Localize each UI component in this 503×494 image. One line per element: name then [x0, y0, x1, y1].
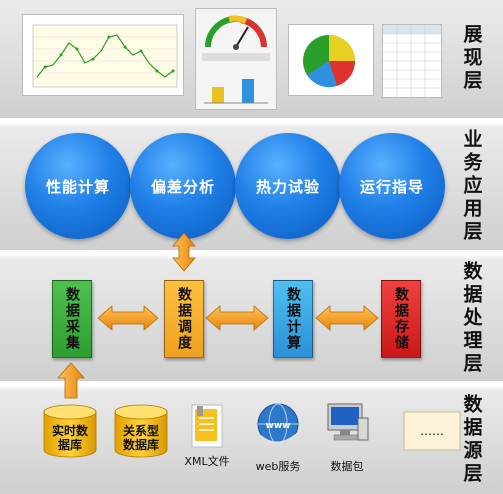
app-deviation-analysis: 偏差分析: [130, 133, 236, 239]
layer-label-presentation: 展现层: [460, 23, 483, 93]
pie-chart-thumbnail: [288, 24, 374, 96]
process-compute: 数据计算: [273, 280, 313, 358]
process-collect: 数据采集: [52, 280, 92, 358]
process-store: 数据存储: [381, 280, 421, 358]
line-chart-thumbnail: [22, 14, 184, 96]
layer-label-source: 数据源层: [460, 394, 483, 486]
app-operation-guide: 运行指导: [339, 133, 445, 239]
web-service-label: web服务: [255, 460, 301, 473]
data-package-label: 数据包: [330, 460, 364, 473]
more-sources-label: ……: [420, 424, 444, 438]
app-performance-calc: 性能计算: [25, 133, 131, 239]
realtime-db-label: 实时数据库: [51, 424, 88, 452]
xml-file-label: XML文件: [184, 455, 230, 468]
app-thermal-test: 热力试验: [235, 133, 341, 239]
layer-label-processing: 数据处理层: [460, 260, 483, 376]
relational-db-label: 关系型数据库: [122, 424, 159, 452]
table-thumbnail: [382, 24, 442, 98]
process-dispatch: 数据调度: [164, 280, 204, 358]
layer-label-application: 业务应用层: [460, 128, 483, 244]
gauge-thumbnail: [195, 8, 277, 110]
